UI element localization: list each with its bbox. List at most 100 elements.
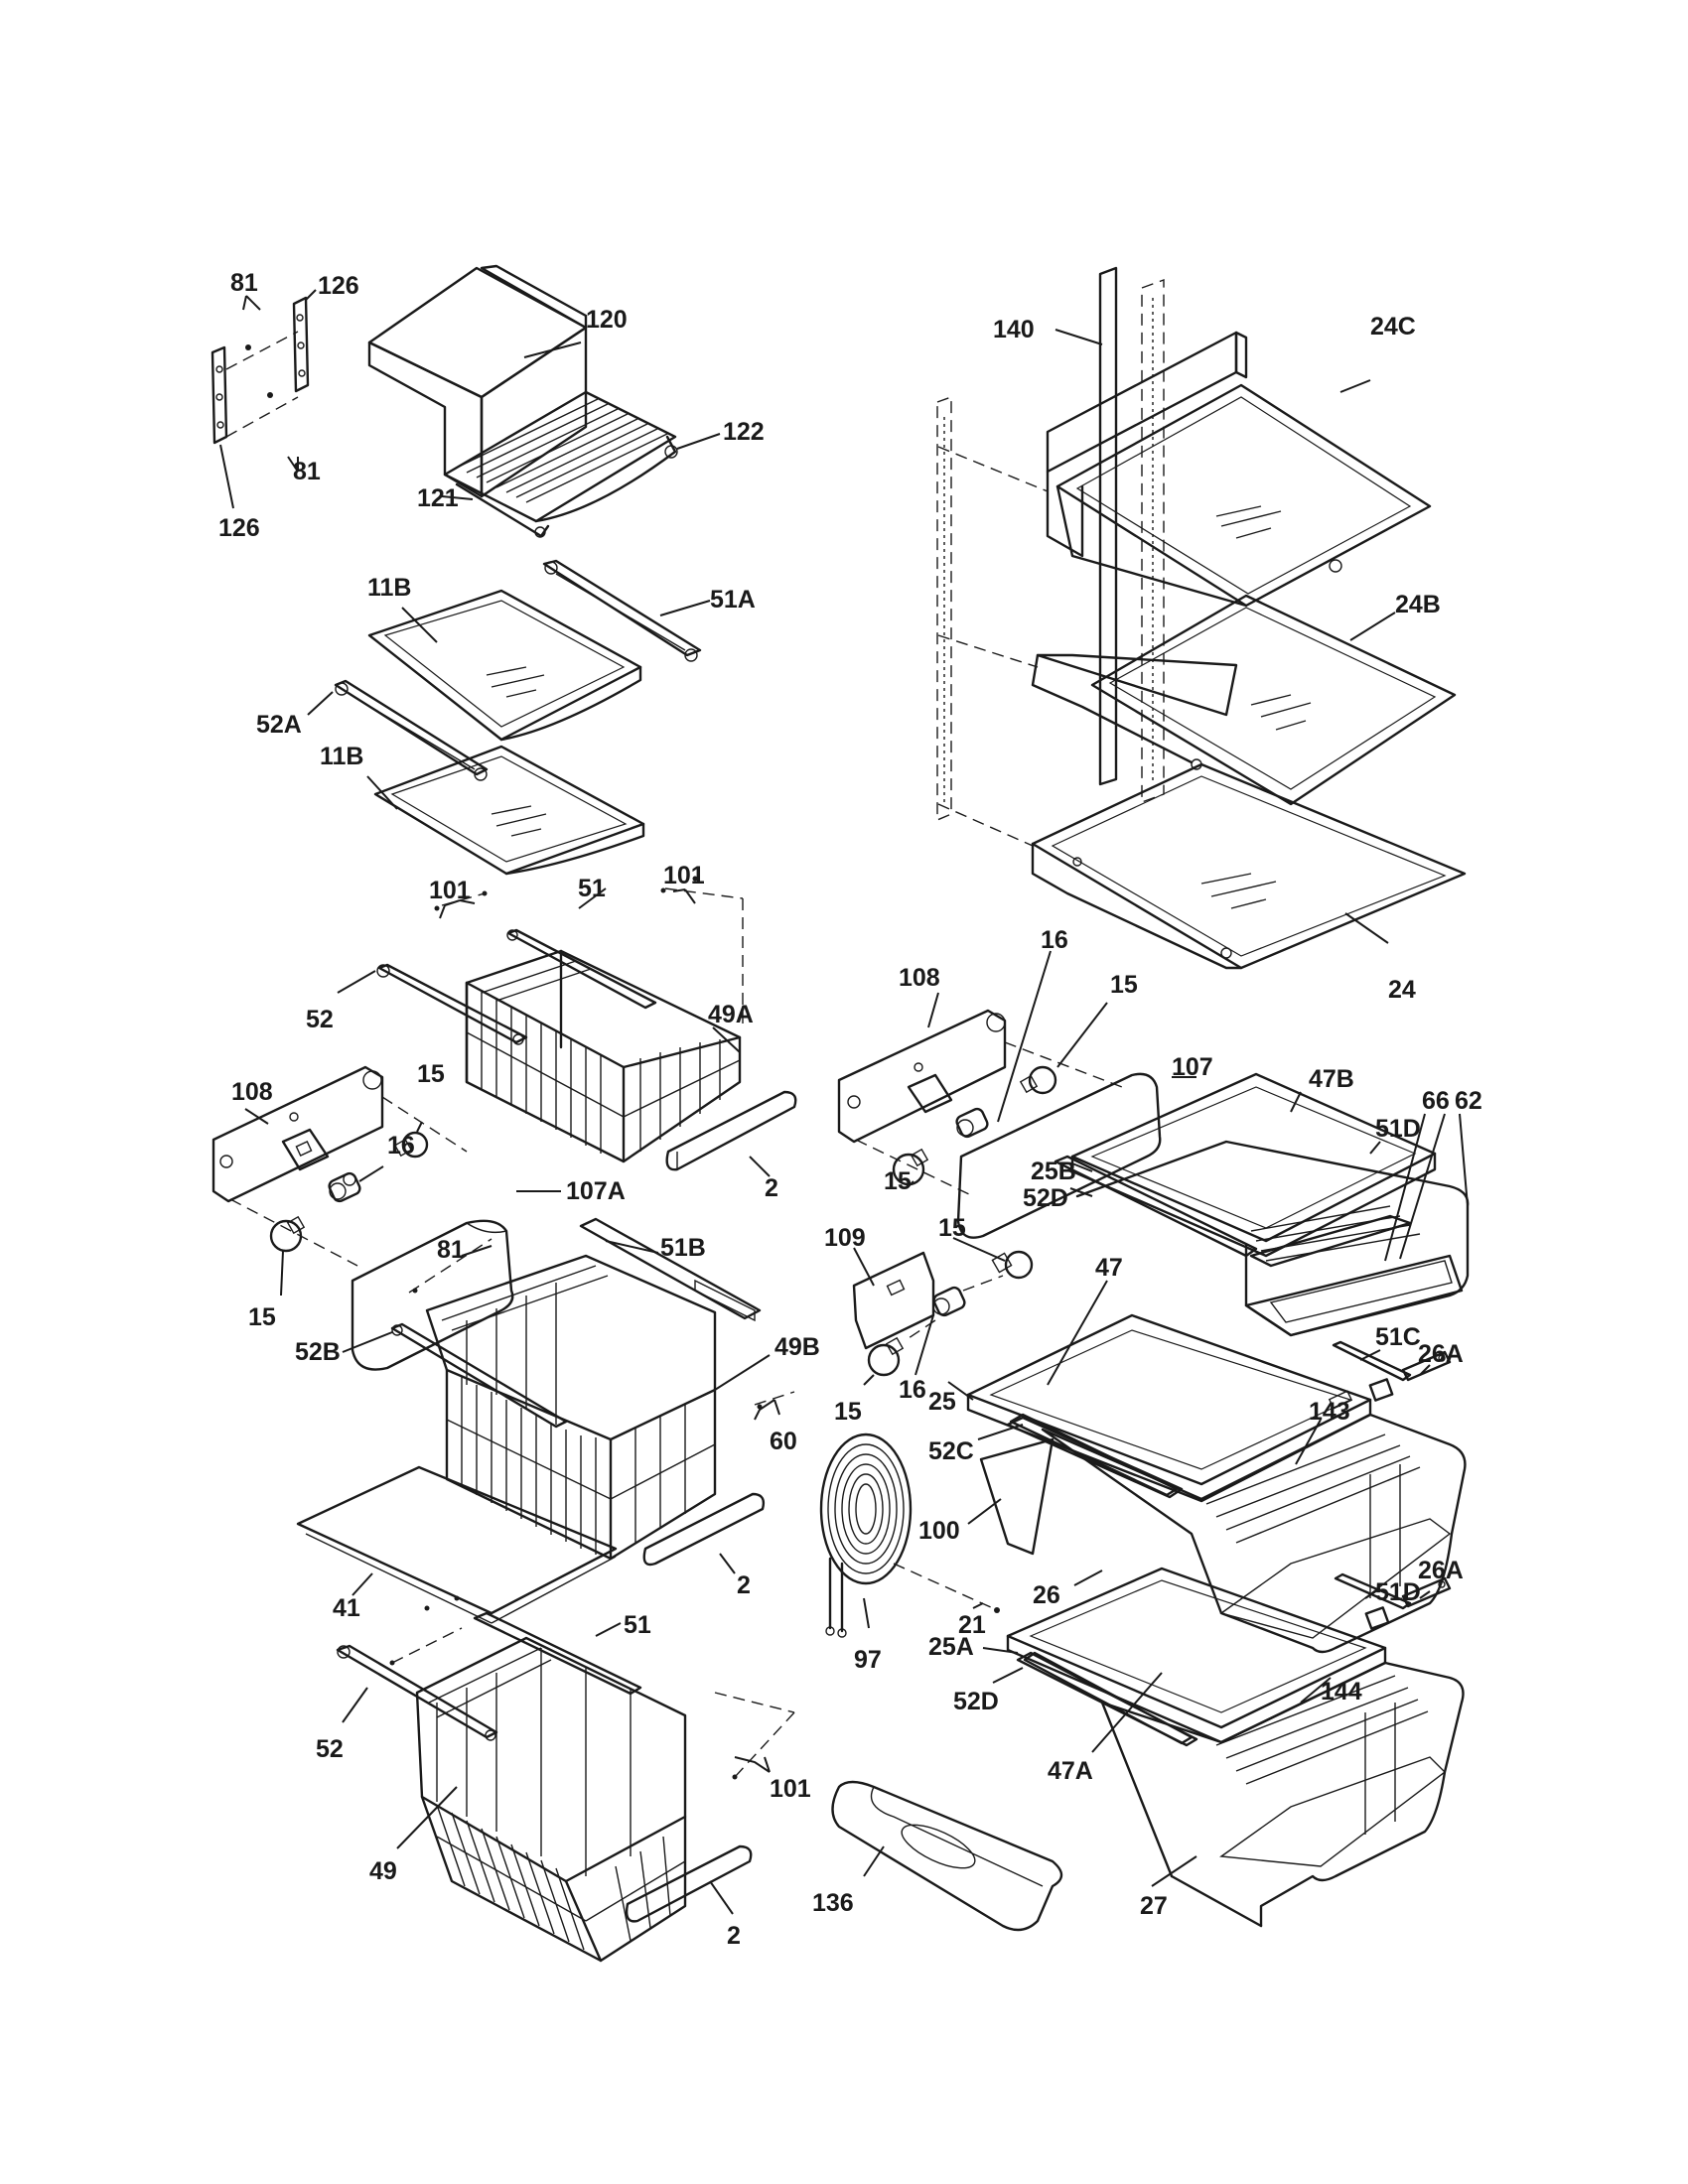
callout-126: 126 [318,272,359,300]
callout-100: 100 [918,1517,960,1545]
callout-49: 49 [369,1857,397,1885]
callout-26a: 26A [1418,1340,1464,1368]
callout-16: 16 [1041,926,1068,954]
callout-11b: 11B [367,574,411,602]
callout-97: 97 [854,1646,882,1674]
light-shield-107-part [956,1072,1162,1239]
bulb-socket-16-right-part [955,1107,989,1139]
cover-100-part [979,1437,1055,1556]
callout-108: 108 [899,964,940,992]
light-bracket-109-part [852,1251,935,1350]
callout-15: 15 [417,1060,445,1088]
light-bulb-15-left-upper-part [393,1131,429,1159]
callout-101: 101 [770,1775,811,1803]
callout-120: 120 [586,306,628,334]
callout-21: 21 [958,1611,986,1639]
shroud-136-part [831,1780,1063,1932]
light-shield-107a-part [351,1219,514,1371]
callout-2: 2 [727,1922,741,1950]
callout-62: 62 [1455,1087,1482,1115]
callout-labels: 81 126 120 122 81 121 126 140 24C 24B 24… [218,269,1482,1950]
glass-shelf-24b-part [937,594,1457,806]
callout-15: 15 [938,1214,966,1242]
callout-47a: 47A [1048,1757,1093,1785]
callout-26a: 26A [1418,1557,1464,1584]
callout-81: 81 [437,1236,465,1264]
light-bulb-15-center-lower-part [867,1336,905,1377]
callout-11b: 11B [320,743,363,770]
basket-trim-2-lower-part [625,1844,753,1923]
callout-52d: 52D [953,1688,999,1715]
callout-136: 136 [812,1889,854,1917]
bulb-socket-16-center-part [905,1275,1004,1341]
callout-15: 15 [248,1303,276,1331]
callout-41: 41 [333,1594,360,1622]
callout-2: 2 [765,1174,778,1202]
crisper-frame-25b-part [1054,1155,1258,1258]
shelf-rail-51a-part [542,559,702,662]
shelf-rail-52a-part [334,679,489,781]
crisper-frame-25-part [1006,1416,1184,1499]
callout-51d: 51D [1375,1115,1421,1143]
crisper-divider-66-part [1249,1214,1412,1268]
callout-26: 26 [1033,1581,1060,1609]
callout-15: 15 [1110,971,1138,999]
wire-basket-49-part [389,1627,795,1963]
light-bulb-15-left-lower-part [269,1215,306,1253]
shelf-rail-51-lower-part [473,1611,642,1696]
callout-121: 121 [417,484,459,512]
callout-66: 66 [1422,1087,1450,1115]
basket-trim-2-middle-part [642,1492,766,1567]
basket-cover-41-part [296,1465,618,1624]
callout-126: 126 [218,514,260,542]
callout-144: 144 [1321,1678,1362,1706]
callout-15: 15 [884,1167,912,1195]
glass-shelf-24c-part [937,331,1432,608]
callout-101: 101 [663,862,705,889]
light-bulb-15-right-lower-part [892,1148,929,1186]
wire-basket-49b-part [408,1238,795,1561]
callout-109: 109 [824,1224,866,1252]
callout-49a: 49A [708,1001,754,1028]
crisper-cover-47a-part [1006,1567,1387,1744]
callout-51c: 51C [1375,1323,1421,1351]
callout-2: 2 [737,1571,751,1599]
shelf-rail-51b-part [579,1217,762,1322]
callout-122: 122 [723,418,765,446]
crisper-drawer-26-part [1041,1413,1467,1654]
callout-107a: 107A [566,1177,626,1205]
callout-24b: 24B [1395,591,1441,618]
bulb-socket-16-left-part [328,1171,361,1203]
callout-24c: 24C [1370,313,1416,341]
callout-27: 27 [1140,1892,1168,1920]
basket-trim-2-upper-part [665,1090,797,1171]
crisper-drawer-27-part [1100,1661,1465,1928]
callout-51d: 51D [1375,1578,1421,1606]
callout-52b: 52B [295,1338,341,1366]
callout-51: 51 [624,1611,651,1639]
drawer-slide-51d-lower-part [1334,1572,1412,1630]
callout-15: 15 [834,1398,862,1426]
water-coil-97-part [819,1433,994,1638]
callout-24: 24 [1388,976,1416,1004]
callout-52a: 52A [256,711,302,739]
glass-shelf-11b-lower-part [373,745,645,876]
callout-47b: 47B [1309,1065,1354,1093]
callout-108: 108 [231,1078,273,1106]
callout-101: 101 [429,877,471,904]
crisper-cover-47-part [966,1313,1372,1503]
callout-25a: 25A [928,1633,974,1661]
glass-shelf-11b-upper-part [367,589,642,742]
callout-52d: 52D [1023,1184,1068,1212]
drawer-slide-51c-part [1332,1340,1412,1402]
light-housing-108-left-part [211,1065,468,1267]
drawer-slide-52c-part [1009,1413,1179,1497]
callout-51a: 51A [710,586,756,614]
leader-lines [219,289,1469,1915]
light-bulb-15-right-upper-part [1019,1065,1057,1095]
callout-107: 107 [1172,1053,1213,1081]
wire-basket-49a-part [376,876,744,1163]
callout-52: 52 [316,1735,344,1763]
callout-25b: 25B [1031,1158,1076,1185]
